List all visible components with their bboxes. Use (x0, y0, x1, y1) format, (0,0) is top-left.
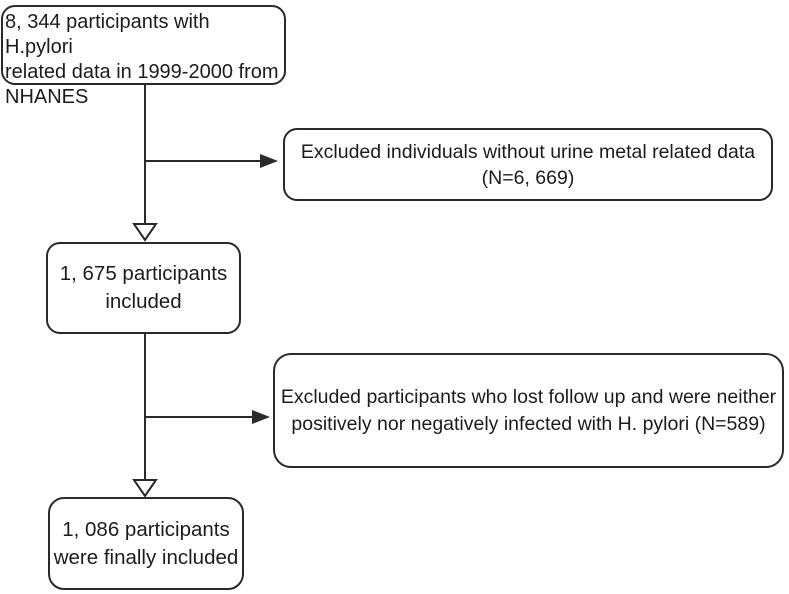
node-text-line: NHANES (5, 86, 89, 108)
node-text-line: Excluded participants who lost follow up… (280, 385, 777, 408)
connector-initial-to-included (132, 84, 158, 242)
node-excluded-urine-metal: Excluded individuals without urine metal… (283, 128, 773, 201)
arrow-down-icon (132, 479, 158, 498)
node-included-participants: 1, 675 participants included (46, 242, 241, 334)
node-text-line: 1, 086 participants (62, 517, 230, 541)
connector-to-excluded-followup (145, 410, 270, 424)
node-excluded-followup: Excluded participants who lost follow up… (273, 353, 784, 468)
node-text-line: Excluded individuals without urine metal… (300, 140, 756, 163)
node-initial-participants: 8, 344 participants with H.pylori relate… (1, 5, 286, 108)
node-text-line: (N=6, 669) (481, 166, 575, 189)
connector-to-excluded-urine (145, 154, 278, 168)
node-text-line: positively nor negatively infected with … (291, 412, 766, 435)
arrow-right-icon (252, 410, 270, 424)
connector-included-to-final (132, 334, 158, 498)
node-text-line: were finally included (53, 545, 239, 569)
node-final-participants: 1, 086 participants were finally include… (48, 497, 244, 590)
arrow-right-icon (260, 154, 278, 168)
node-text-line: 1, 675 participants (59, 262, 228, 285)
node-text-line: included (105, 290, 182, 313)
node-text-line: 8, 344 participants with H.pylori (5, 11, 210, 58)
node-text-line: related data in 1999-2000 from (5, 61, 279, 83)
arrow-down-icon (132, 223, 158, 242)
